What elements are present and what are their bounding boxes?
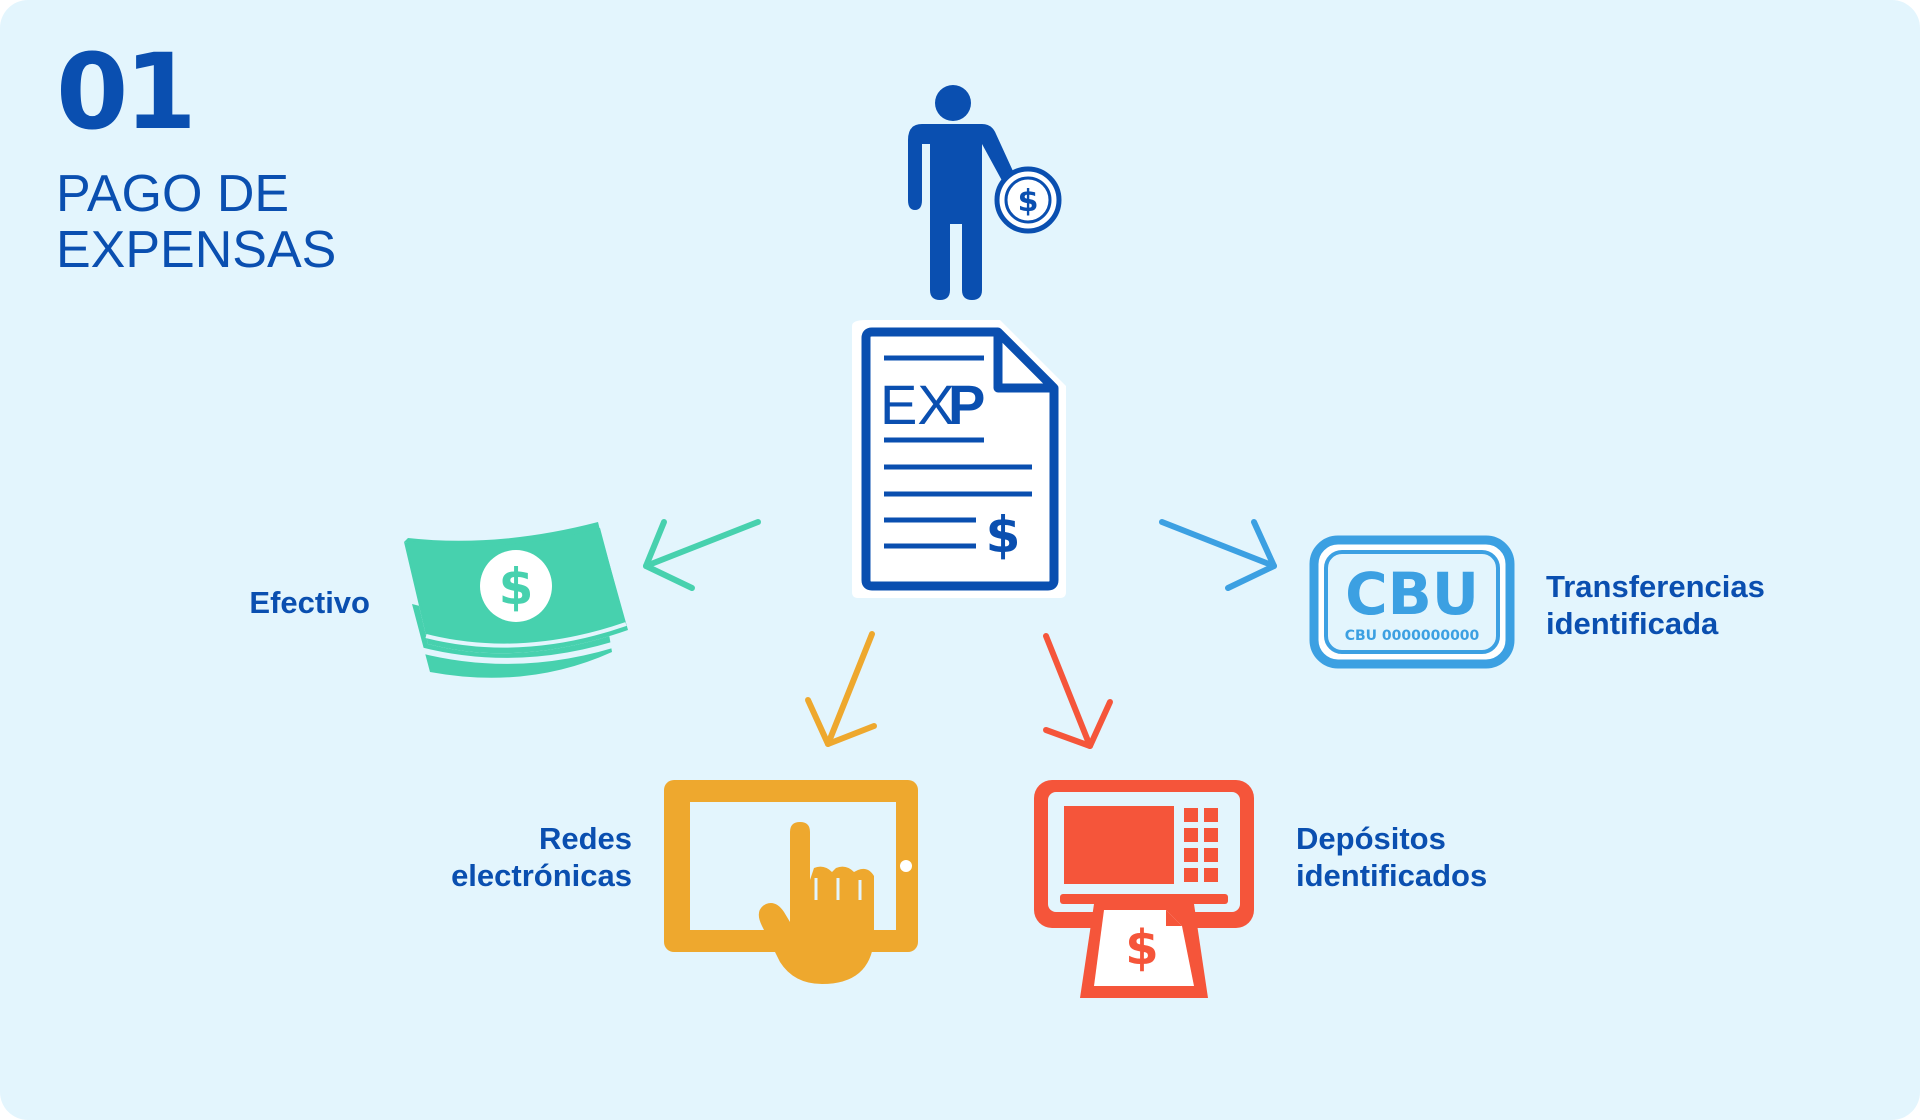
label-electronic-line-2: electrónicas <box>451 858 632 893</box>
label-cash-text: Efectivo <box>249 585 370 620</box>
step-number: 01 <box>56 31 197 153</box>
label-electronic: Redes electrónicas <box>400 820 632 894</box>
label-deposit: Depósitos identificados <box>1296 820 1556 894</box>
tablet-touch-icon <box>664 780 918 984</box>
cbu-label: CBU <box>1345 560 1479 628</box>
expense-document-icon: EX P $ <box>852 320 1066 598</box>
deposit-currency: $ <box>1125 920 1158 976</box>
person-icon: $ <box>908 85 1062 300</box>
label-transfer-line-2: identificada <box>1546 606 1719 641</box>
title-line-2: EXPENSAS <box>56 221 337 279</box>
coin-icon: $ <box>994 166 1062 234</box>
arrow-to-deposit <box>1043 633 1113 749</box>
label-deposit-line-2: identificados <box>1296 858 1488 893</box>
document-code-light: EX <box>880 373 955 436</box>
label-transfer-line-1: Transferencias <box>1546 569 1765 604</box>
document-currency: $ <box>986 506 1021 564</box>
atm-deposit-icon: $ <box>1034 780 1254 998</box>
arrow-to-electronic <box>805 631 877 747</box>
arrow-to-transfer <box>1159 519 1277 591</box>
label-transfer: Transferencias identificada <box>1546 568 1806 642</box>
label-deposit-line-1: Depósitos <box>1296 821 1446 856</box>
banknotes-icon: $ <box>404 522 629 678</box>
arrow-to-cash <box>643 519 761 591</box>
label-electronic-line-1: Redes <box>538 821 632 856</box>
cash-currency: $ <box>499 558 534 616</box>
title-line-1: PAGO DE <box>56 165 290 223</box>
coin-symbol: $ <box>1018 184 1039 219</box>
cbu-card-icon: CBU CBU 0000000000 <box>1309 535 1515 669</box>
label-cash: Efectivo <box>200 584 370 621</box>
cbu-number: CBU 0000000000 <box>1345 628 1480 644</box>
page-title: PAGO DE EXPENSAS <box>56 166 456 278</box>
document-code-bold: P <box>948 373 985 436</box>
